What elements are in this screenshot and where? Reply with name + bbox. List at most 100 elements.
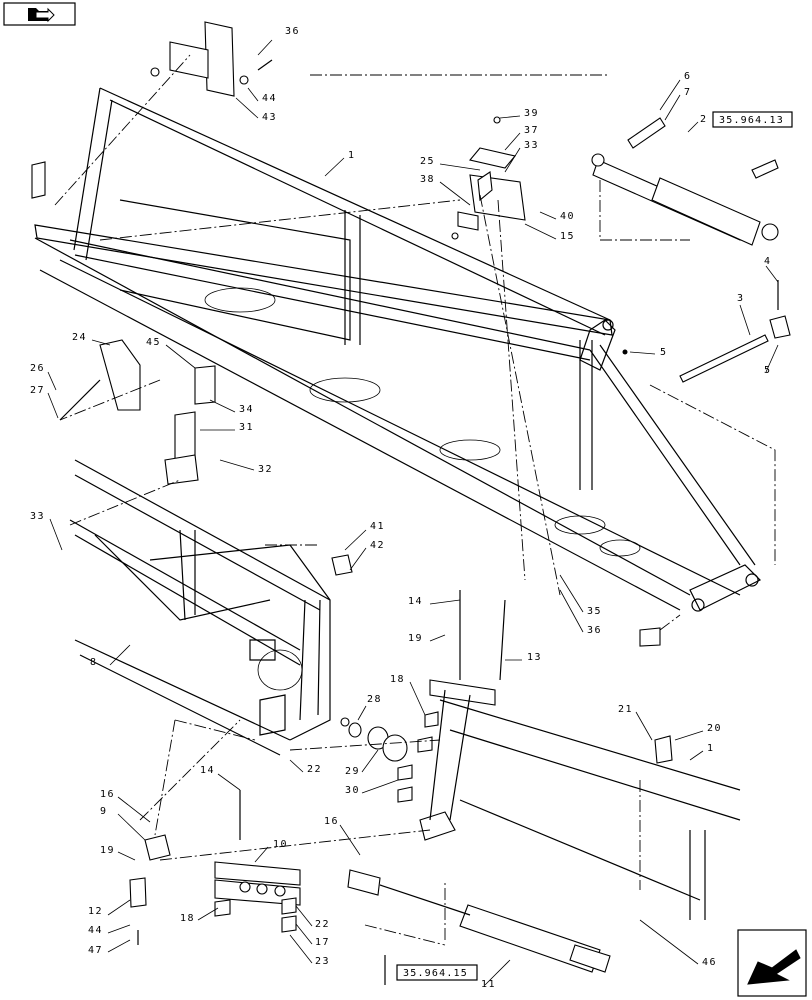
callout-14b: 14 <box>200 765 241 791</box>
callout-33b: 33 <box>30 511 63 551</box>
callout-leader <box>219 459 255 471</box>
callout-19b: 19 <box>100 845 136 861</box>
callout-leader <box>361 779 399 794</box>
callout-leader <box>324 157 345 177</box>
return-arrow-icon[interactable] <box>737 929 807 997</box>
callout-leader <box>209 399 236 413</box>
callout-leader <box>349 547 367 571</box>
callout-36a: 36 <box>257 26 300 56</box>
callout-leader <box>117 851 136 861</box>
callout-32: 32 <box>219 459 272 475</box>
callout-number: 3 <box>737 293 745 304</box>
callout-4: 4 <box>764 256 779 283</box>
callout-number: 37 <box>524 125 539 136</box>
callout-leader <box>109 644 131 666</box>
callout-number: 40 <box>560 211 575 222</box>
callout-leader <box>49 518 63 551</box>
callout-47: 47 <box>88 939 131 956</box>
callout-number: 20 <box>707 723 722 734</box>
callout-number: 1 <box>348 150 356 161</box>
reference-box-upper[interactable]: 35.964.13 <box>712 111 793 128</box>
callout-37: 37 <box>504 125 539 151</box>
callout-1a: 1 <box>324 150 356 177</box>
callout-number: 18 <box>180 913 195 924</box>
callout-leader <box>107 899 131 916</box>
callout-8: 8 <box>90 644 131 668</box>
callout-leader <box>674 730 704 741</box>
reference-box-lower[interactable]: 35.964.15 <box>396 964 478 981</box>
callout-leader <box>344 529 367 551</box>
callout-30: 30 <box>345 779 399 796</box>
callout-number: 10 <box>273 839 288 850</box>
callout-leader <box>499 115 521 119</box>
callout-number: 36 <box>587 625 602 636</box>
callout-leader <box>197 907 219 921</box>
callout-number: 18 <box>390 674 405 685</box>
callout-leader <box>765 344 779 373</box>
callout-leader <box>559 589 584 633</box>
callout-21: 21 <box>618 704 653 741</box>
callout-5b: 5 <box>764 344 779 376</box>
callout-18b: 18 <box>180 907 219 924</box>
callout-leader <box>339 824 361 856</box>
callout-41: 41 <box>344 521 385 551</box>
callout-26: 26 <box>30 363 57 391</box>
folder-arrow-icon[interactable] <box>3 2 76 26</box>
hydraulic-cylinder-upper <box>591 117 779 246</box>
callout-17: 17 <box>295 923 330 948</box>
callout-42: 42 <box>349 540 384 571</box>
callout-number: 8 <box>90 657 98 668</box>
callout-number: 15 <box>560 231 575 242</box>
callout-leader <box>247 87 259 102</box>
callout-number: 5 <box>660 347 668 358</box>
callout-leader <box>739 304 751 336</box>
callout-number: 11 <box>481 979 496 990</box>
callout-number: 44 <box>88 925 103 936</box>
callout-number: 31 <box>239 422 254 433</box>
callout-1b: 1 <box>689 743 713 761</box>
callout-number: 13 <box>527 652 542 663</box>
callout-leader <box>504 147 521 173</box>
main-boom-frame <box>34 87 762 612</box>
callout-35: 35 <box>559 574 601 617</box>
callout-number: 16 <box>324 816 339 827</box>
callout-number: 34 <box>239 404 254 415</box>
callout-number: 33 <box>30 511 45 522</box>
pivot-assembly <box>340 590 741 920</box>
pin-and-bushing <box>622 280 791 647</box>
callout-number: 39 <box>524 108 539 119</box>
callout-number: 19 <box>408 633 423 644</box>
callout-number: 36 <box>285 26 300 37</box>
callout-number: 43 <box>262 112 277 123</box>
callout-43: 43 <box>235 97 277 123</box>
callout-leader <box>439 181 471 206</box>
callout-number: 17 <box>315 937 330 948</box>
outer-boom-section <box>69 459 353 756</box>
callout-leader <box>639 919 699 965</box>
callout-leader <box>117 813 146 841</box>
callout-13: 13 <box>505 652 542 663</box>
callout-number: 26 <box>30 363 45 374</box>
callout-9: 9 <box>100 806 146 841</box>
callout-2: 2 <box>687 114 706 133</box>
callout-leader <box>524 223 557 240</box>
callout-28: 28 <box>357 694 381 721</box>
callout-6: 6 <box>659 71 690 111</box>
callout-leader <box>659 79 681 111</box>
callout-number: 38 <box>420 174 435 185</box>
callout-number: 23 <box>315 956 330 967</box>
callout-number: 22 <box>315 919 330 930</box>
callout-leader <box>357 705 367 721</box>
callout-number: 41 <box>370 521 385 532</box>
callout-number: 33 <box>524 140 539 151</box>
callout-number: 16 <box>100 789 115 800</box>
callout-number: 24 <box>72 332 87 343</box>
callout-18a: 18 <box>390 674 426 716</box>
callout-23: 23 <box>289 934 330 967</box>
callout-leader <box>765 265 779 283</box>
callout-leader <box>689 750 704 761</box>
callout-number: 14 <box>408 596 423 607</box>
callout-10: 10 <box>254 839 288 863</box>
callout-number: 44 <box>262 93 277 104</box>
